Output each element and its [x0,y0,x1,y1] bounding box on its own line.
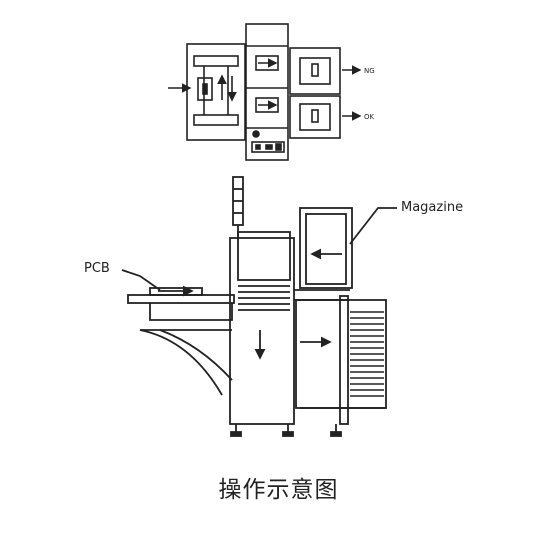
diagram-caption: 操作示意图 [218,477,339,503]
magazine-unit [295,207,387,437]
control-button-icon [252,130,260,138]
ng-magazine-top [289,47,341,95]
magazine-label: Magazine [401,200,463,215]
lifter-magazine [237,231,291,281]
side-view [121,176,397,437]
signal-tower [232,176,244,240]
pcb-top-1 [197,77,213,101]
magazine-slots [350,311,384,397]
pcb-leader-line [121,269,161,291]
upper-magazine [299,207,353,289]
top-view [168,23,362,161]
shuttle-column-top [245,23,289,161]
infeed-conveyor [127,285,235,396]
magazine-leader-line [349,207,397,245]
pcb-label: PCB [84,261,110,276]
ng-label: NG [364,67,375,75]
ok-label: OK [364,113,375,121]
main-body [229,231,350,437]
ok-magazine-top [289,95,341,139]
